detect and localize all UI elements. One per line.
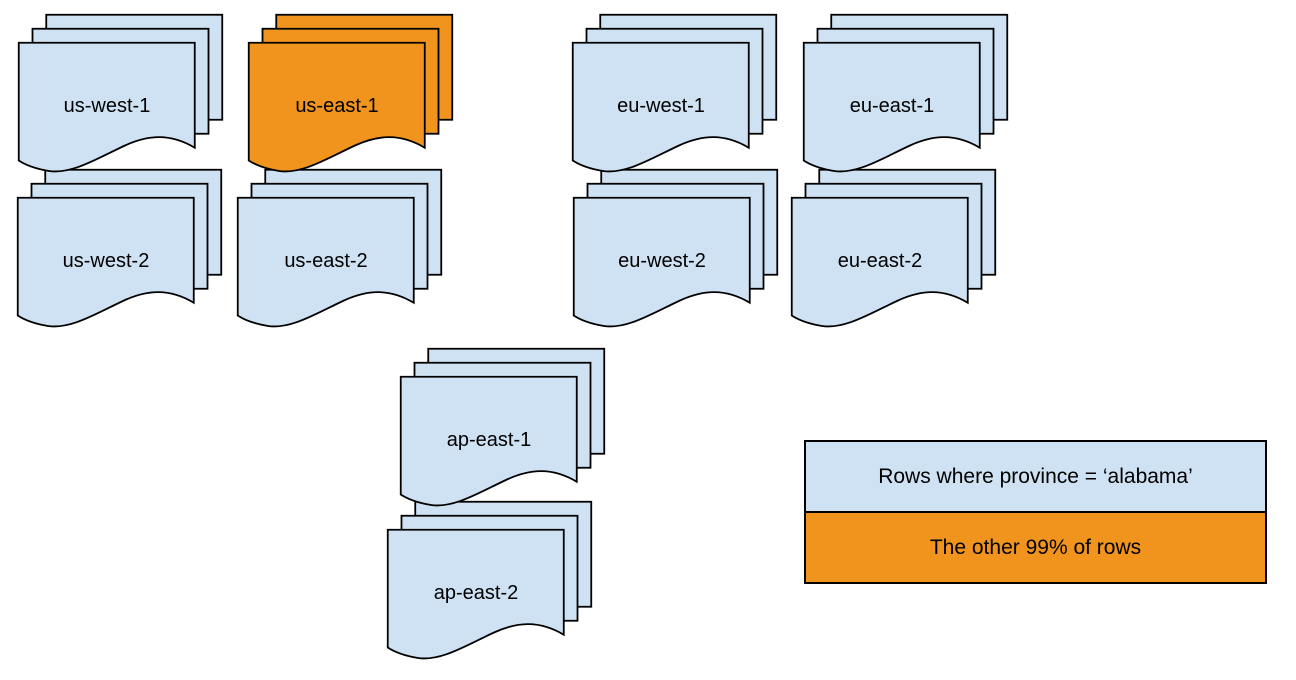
document-stack-icon bbox=[571, 13, 778, 173]
legend-row-alabama-label: Rows where province = ‘alabama’ bbox=[878, 464, 1193, 488]
document-stack-icon bbox=[572, 168, 779, 328]
document-page-front bbox=[572, 196, 751, 328]
document-page-front bbox=[399, 375, 578, 507]
document-page-front bbox=[386, 528, 565, 660]
region-stack-ap-east-2: ap-east-2 bbox=[386, 500, 593, 661]
legend: Rows where province = ‘alabama’ The othe… bbox=[804, 440, 1267, 584]
region-stack-us-west-2: us-west-2 bbox=[16, 168, 223, 329]
document-stack-icon bbox=[386, 500, 593, 660]
legend-row-alabama: Rows where province = ‘alabama’ bbox=[804, 440, 1267, 513]
document-page-front bbox=[802, 41, 981, 173]
region-stack-eu-east-1: eu-east-1 bbox=[802, 13, 1009, 174]
document-stack-icon bbox=[16, 168, 223, 328]
document-stack-icon bbox=[790, 168, 997, 328]
document-page-front bbox=[790, 196, 969, 328]
document-stack-icon bbox=[17, 13, 224, 173]
legend-row-other-label: The other 99% of rows bbox=[929, 535, 1142, 559]
legend-row-other: The other 99% of rows bbox=[804, 511, 1267, 584]
region-stack-eu-west-2: eu-west-2 bbox=[572, 168, 779, 329]
document-stack-icon bbox=[247, 13, 454, 173]
region-stack-us-east-1: us-east-1 bbox=[247, 13, 454, 174]
document-stack-icon bbox=[399, 347, 606, 507]
document-page-front bbox=[571, 41, 750, 173]
region-stack-us-east-2: us-east-2 bbox=[236, 168, 443, 329]
document-page-front bbox=[247, 41, 426, 173]
region-stack-eu-east-2: eu-east-2 bbox=[790, 168, 997, 329]
document-page-front bbox=[236, 196, 415, 328]
document-stack-icon bbox=[236, 168, 443, 328]
region-stack-ap-east-1: ap-east-1 bbox=[399, 347, 606, 508]
document-page-front bbox=[17, 41, 196, 173]
document-page-front bbox=[16, 196, 195, 328]
region-stack-eu-west-1: eu-west-1 bbox=[571, 13, 778, 174]
document-stack-icon bbox=[802, 13, 1009, 173]
region-stack-us-west-1: us-west-1 bbox=[17, 13, 224, 174]
